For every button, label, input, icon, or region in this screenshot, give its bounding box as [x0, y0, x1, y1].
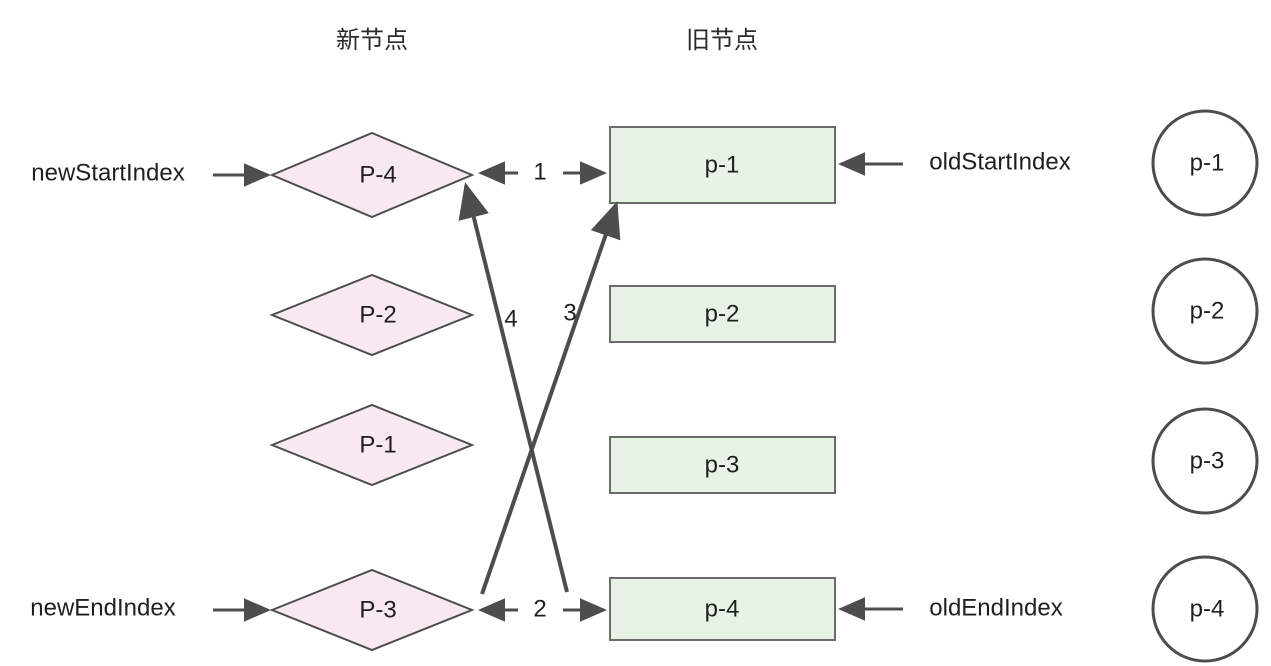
new-node-p1[interactable]: P-1 — [269, 403, 475, 487]
old-node-label: p-1 — [705, 151, 740, 178]
circle-shape — [1151, 555, 1259, 663]
edge-label-2: 2 — [533, 595, 546, 622]
diamond-shape — [269, 403, 475, 487]
edge-3-cross-arrow — [480, 201, 621, 595]
edge-label-4: 4 — [504, 305, 517, 332]
result-node-p2[interactable]: p-2 — [1151, 257, 1259, 365]
box-shape — [609, 285, 836, 343]
old-node-p3[interactable]: p-3 — [609, 436, 836, 494]
result-node-p3[interactable]: p-3 — [1151, 407, 1259, 515]
circle-shape — [1151, 257, 1259, 365]
diamond-shape — [269, 273, 475, 357]
old-node-p2[interactable]: p-2 — [609, 285, 836, 343]
result-node-label: p-2 — [1190, 297, 1225, 324]
box-shape — [609, 436, 836, 494]
column-header-new-nodes: 新节点 — [336, 27, 408, 54]
new-node-p3[interactable]: P-3 — [269, 568, 475, 652]
old-end-index-label: oldEndIndex — [929, 594, 1062, 621]
diamond-shape — [269, 568, 475, 652]
new-node-label: P-4 — [359, 161, 396, 188]
old-node-label: p-4 — [705, 595, 740, 622]
new-end-index-label: newEndIndex — [30, 594, 175, 621]
result-node-label: p-1 — [1190, 149, 1225, 176]
box-shape — [609, 577, 836, 641]
old-node-label: p-2 — [705, 300, 740, 327]
old-start-index-label: oldStartIndex — [929, 148, 1070, 175]
new-node-p4[interactable]: P-4 — [269, 131, 475, 219]
new-node-label: P-1 — [359, 431, 396, 458]
result-node-p1[interactable]: p-1 — [1151, 109, 1259, 217]
result-node-p4[interactable]: p-4 — [1151, 555, 1259, 663]
box-shape — [609, 126, 836, 204]
old-node-p1[interactable]: p-1 — [609, 126, 836, 204]
edge-label-3: 3 — [563, 299, 576, 326]
diamond-shape — [269, 131, 475, 219]
result-node-label: p-3 — [1190, 447, 1225, 474]
column-header-old-nodes: 旧节点 — [686, 27, 758, 54]
old-node-p4[interactable]: p-4 — [609, 577, 836, 641]
edge-4-cross-arrow — [458, 182, 569, 593]
edge-label-1: 1 — [533, 158, 546, 185]
circle-shape — [1151, 109, 1259, 217]
circle-shape — [1151, 407, 1259, 515]
new-node-label: P-3 — [359, 596, 396, 623]
new-node-p2[interactable]: P-2 — [269, 273, 475, 357]
new-start-index-label: newStartIndex — [31, 159, 184, 186]
result-node-label: p-4 — [1190, 595, 1225, 622]
new-node-label: P-2 — [359, 301, 396, 328]
old-node-label: p-3 — [705, 451, 740, 478]
